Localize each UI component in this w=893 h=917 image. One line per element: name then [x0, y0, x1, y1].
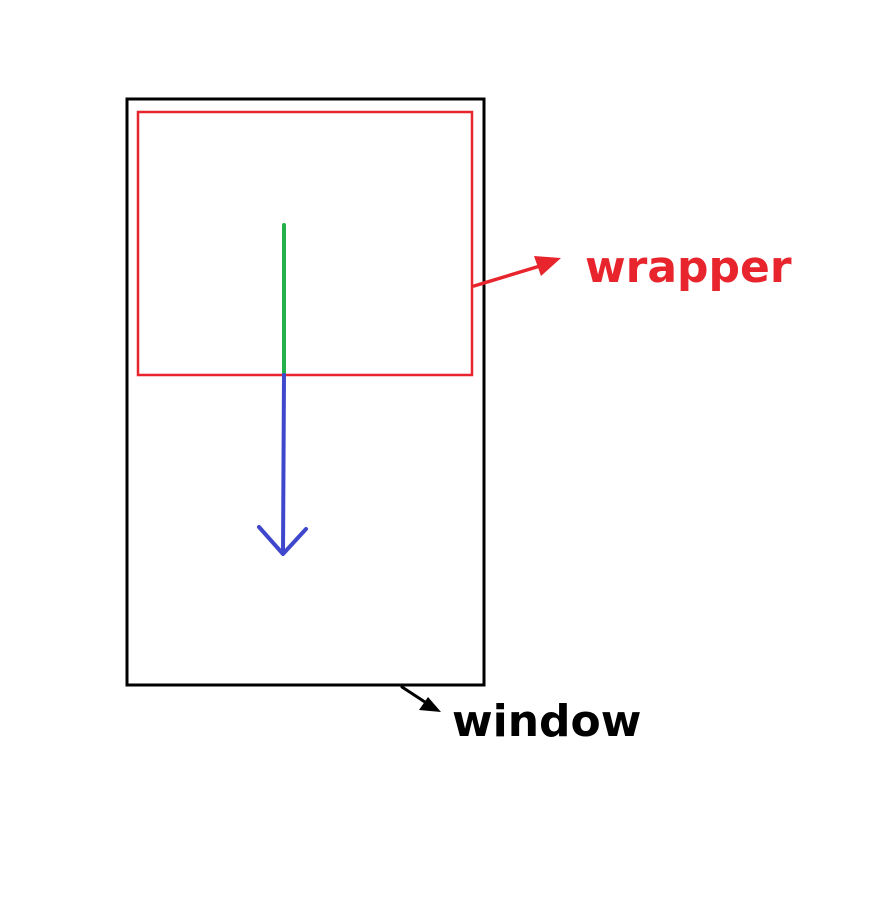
window-pointer-arrow	[400, 685, 441, 712]
wrapper-pointer-arrow	[472, 256, 561, 288]
window-label: window	[452, 696, 641, 747]
down-arrow-icon	[257, 373, 308, 556]
wrapper-label: wrapper	[585, 242, 792, 293]
window-box	[125, 97, 486, 687]
wrapper-box	[136, 110, 474, 377]
